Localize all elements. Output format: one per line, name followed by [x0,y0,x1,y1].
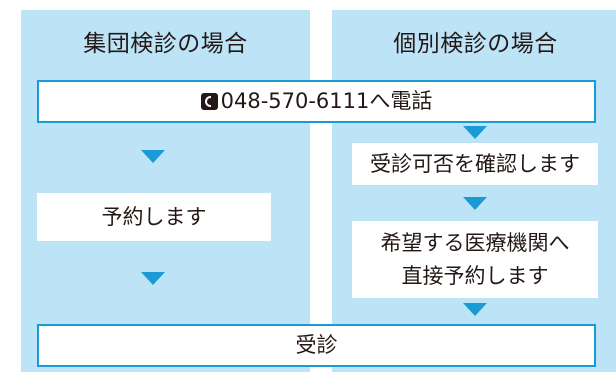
arrow-down-icon [463,197,487,210]
reserve-step: 予約します [37,193,271,241]
group-checkup-column [21,10,310,372]
phone-step: 048-570-6111へ電話 [37,80,596,123]
visit-step: 受診 [37,324,596,367]
phone-icon [200,93,218,110]
arrow-down-icon [141,272,165,285]
phone-step-label: 048-570-6111へ電話 [220,89,433,113]
arrow-down-icon [463,126,487,139]
direct-booking-line-2: 直接予約します [401,263,549,288]
arrow-down-icon [141,150,165,163]
direct-booking-step: 希望する医療機関へ 直接予約します [352,221,598,298]
confirm-eligibility-step: 受診可否を確認します [352,143,598,185]
individual-checkup-title: 個別検診の場合 [393,31,558,57]
group-checkup-title: 集団検診の場合 [83,31,248,57]
direct-booking-line-1: 希望する医療機関へ [380,230,570,255]
arrow-down-icon [463,303,487,316]
